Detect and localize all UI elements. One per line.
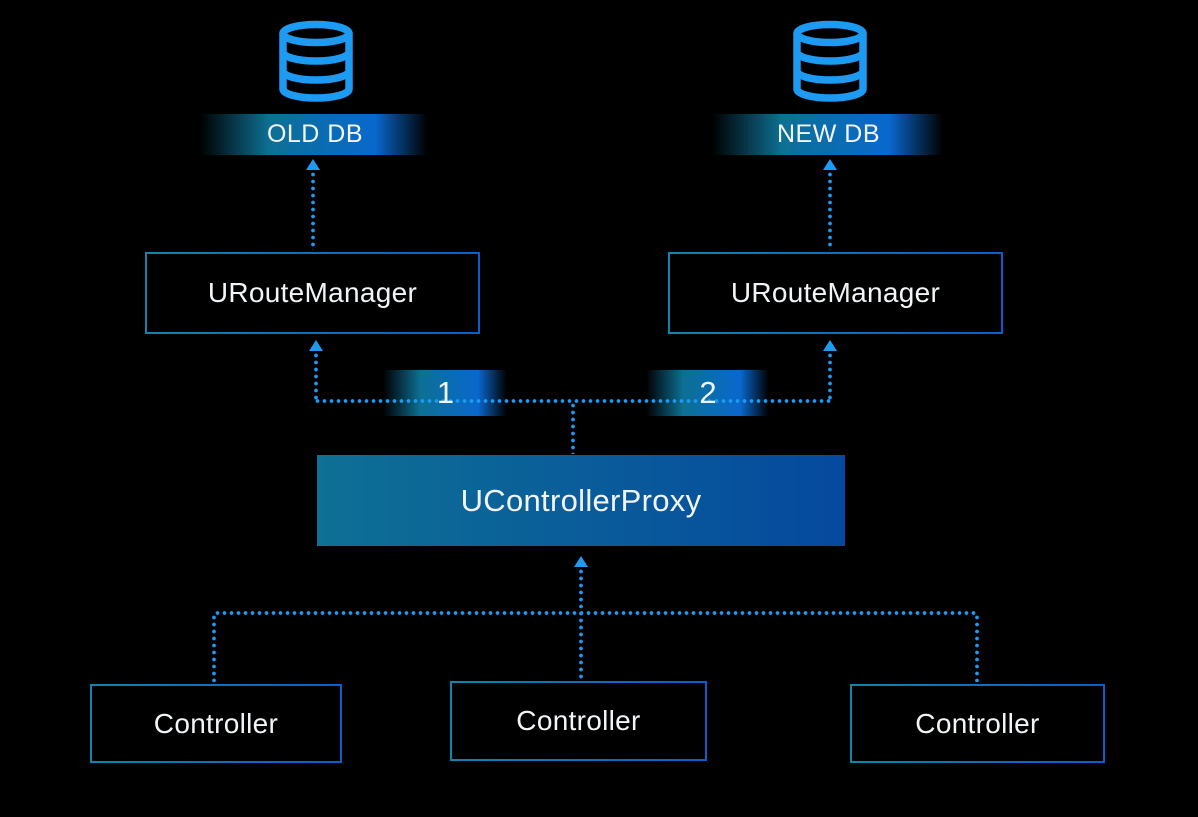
controller-right-label: Controller <box>915 707 1040 739</box>
new-db-label: NEW DB <box>777 120 880 148</box>
edge-routemanager-to-old-db <box>311 171 315 250</box>
route-manager-left-box: URouteManager <box>145 252 480 334</box>
old-db-band: OLD DB <box>200 114 430 155</box>
arrowhead-to-controller-proxy <box>574 556 588 567</box>
edge-connector-to-route-manager-right <box>828 352 832 401</box>
bottom-connector-line <box>214 611 977 615</box>
top-connector-line <box>314 399 832 403</box>
controller-proxy-label: UControllerProxy <box>460 482 702 518</box>
controller-right-box: Controller <box>850 684 1105 763</box>
edge-connector-to-route-manager-left <box>314 352 318 401</box>
controller-center-box: Controller <box>450 681 707 761</box>
arrowhead-to-new-db <box>823 159 837 170</box>
edge-routemanager-to-new-db <box>828 171 832 250</box>
controller-center-label: Controller <box>516 705 641 736</box>
edge-label-band-2 <box>646 370 770 416</box>
edge-label-band-1 <box>383 370 508 416</box>
edge-controller-center-to-proxy <box>579 568 583 680</box>
database-icon <box>793 20 867 102</box>
edge-controller-left-to-connector <box>212 614 216 682</box>
arrowhead-to-route-manager-left <box>309 340 323 351</box>
arrowhead-to-old-db <box>306 159 320 170</box>
controller-proxy-box: UControllerProxy <box>317 455 845 546</box>
database-icon <box>279 20 353 102</box>
old-db-label: OLD DB <box>266 120 364 148</box>
edge-label-2: 2 <box>699 375 717 410</box>
edge-controller-right-to-connector <box>975 614 979 682</box>
route-manager-right-box: URouteManager <box>668 252 1003 334</box>
new-db-band: NEW DB <box>712 114 945 155</box>
edge-label-1: 1 <box>436 375 455 410</box>
controller-left-box: Controller <box>90 684 342 763</box>
edge-proxy-to-connector <box>571 402 575 454</box>
route-manager-right-label: URouteManager <box>730 277 941 308</box>
arrowhead-to-route-manager-right <box>823 340 837 351</box>
controller-left-label: Controller <box>153 707 279 739</box>
route-manager-left-label: URouteManager <box>207 277 418 308</box>
